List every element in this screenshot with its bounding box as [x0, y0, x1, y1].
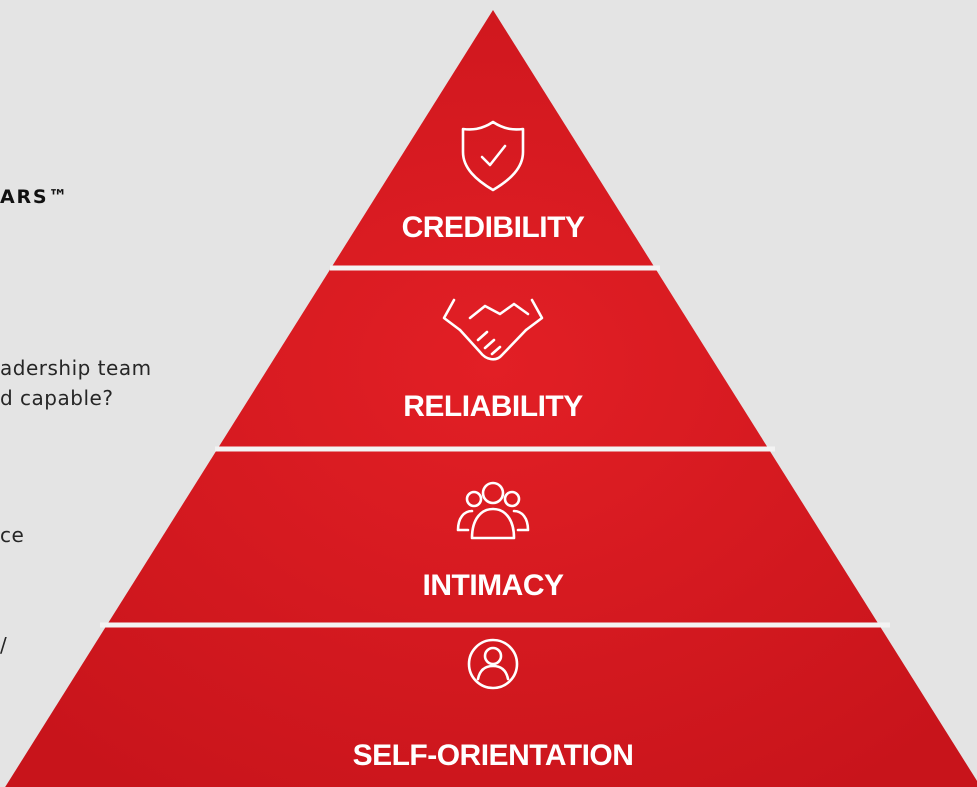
body-text-line-2: d capable?: [0, 386, 114, 410]
tier-label-reliability: RELIABILITY: [403, 390, 583, 423]
section-heading: ARS™: [0, 186, 70, 208]
body-text-line-3: ce: [0, 523, 25, 547]
pyramid-shape: [5, 10, 977, 787]
person-circle-icon: [467, 638, 519, 690]
tier-self-orientation: SELF-ORIENTATION: [353, 638, 634, 772]
handshake-icon: [442, 298, 544, 361]
tier-label-credibility: CREDIBILITY: [402, 211, 585, 244]
tier-credibility: CREDIBILITY: [402, 120, 585, 244]
tier-label-intimacy: INTIMACY: [423, 569, 564, 602]
people-group-icon: [456, 481, 530, 540]
tier-intimacy: INTIMACY: [423, 481, 564, 602]
tier-reliability: RELIABILITY: [403, 298, 584, 423]
shield-check-icon: [461, 120, 525, 192]
tier-label-self-orientation: SELF-ORIENTATION: [353, 739, 634, 772]
body-text-line-1: adership team: [0, 356, 152, 380]
body-text-line-4: /: [0, 633, 8, 657]
